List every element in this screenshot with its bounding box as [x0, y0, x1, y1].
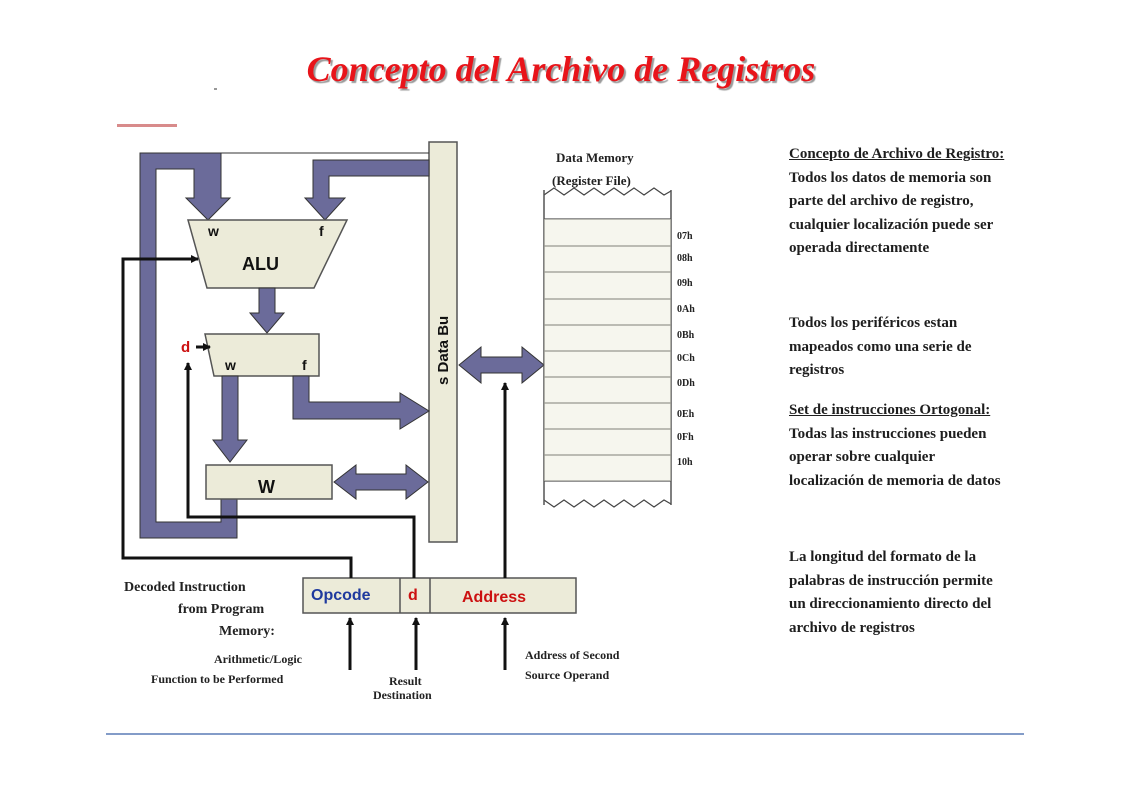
- function-caption-line2: Function to be Performed: [151, 672, 284, 686]
- mux-d-label: d: [181, 339, 190, 356]
- register-file-subtitle: (Register File): [552, 173, 631, 188]
- second-operand-caption-line1: Address of Second: [525, 648, 620, 662]
- data-bus: [428, 141, 458, 543]
- d-field: d: [408, 587, 418, 604]
- alu-w-label: w: [207, 223, 219, 239]
- d-to-mux-line: [184, 362, 416, 578]
- address-label: 0Eh: [677, 409, 695, 420]
- address-label: 0Ah: [677, 304, 695, 315]
- memory-caption: Memory:: [219, 624, 275, 639]
- w-feedback-bus: [139, 152, 429, 539]
- mux-to-bus-arrow: [292, 375, 430, 430]
- alu-f-label: f: [319, 223, 324, 239]
- decorative-mark: [117, 124, 177, 127]
- mux-block: [204, 333, 320, 377]
- note-register-file-concept: Concepto de Archivo de Registro: Todos l…: [789, 143, 1009, 261]
- address-label: 0Ch: [677, 353, 695, 364]
- note-orthogonal-title: Set de instrucciones Ortogonal:: [789, 402, 991, 418]
- data-memory-title: Data Memory: [556, 150, 634, 165]
- note-register-file-title: Concepto de Archivo de Registro:: [789, 146, 1005, 162]
- opcode-field: Opcode: [311, 587, 371, 604]
- result-caption-line2: Destination: [373, 688, 432, 702]
- note-instruction-format: La longitud del formato de la palabras d…: [789, 549, 993, 636]
- mux-to-w-arrow: [211, 375, 249, 463]
- w-bus-double-arrow: [333, 463, 429, 501]
- result-caption-line1: Result: [389, 674, 422, 688]
- address-label: 08h: [677, 253, 693, 264]
- address-field: Address: [462, 589, 526, 606]
- opcode-to-alu-line: [121, 255, 353, 578]
- note-register-file-body: Todos los datos de memoria son parte del…: [789, 169, 994, 257]
- function-caption-line1: Arithmetic/Logic: [214, 652, 302, 666]
- address-label: 0Bh: [677, 330, 695, 341]
- decorative-dot: [214, 88, 217, 90]
- w-register-label: W: [258, 477, 275, 497]
- data-bus-label: s Data Bu: [435, 316, 452, 385]
- decoded-instruction-caption: Decoded Instruction: [124, 580, 246, 595]
- register-file: [543, 187, 672, 508]
- note-orthogonal-body: Todas las instrucciones pueden operar so…: [789, 425, 1001, 489]
- note-orthogonal-set: Set de instrucciones Ortogonal: Todas la…: [789, 399, 1009, 493]
- alu-to-mux-arrow: [248, 287, 286, 334]
- note-peripherals: Todos los periféricos estan mapeados com…: [789, 315, 972, 378]
- page-title: Concepto del Archivo de Registros: [306, 49, 816, 89]
- address-label: 0Fh: [677, 432, 694, 443]
- second-operand-caption-line2: Source Operand: [525, 668, 610, 682]
- address-label: 09h: [677, 278, 693, 289]
- address-label: 0Dh: [677, 378, 695, 389]
- alu-label: ALU: [242, 254, 279, 274]
- mux-f-label: f: [302, 357, 307, 373]
- instruction-register: [302, 577, 577, 614]
- alu-block: [187, 219, 349, 289]
- mux-w-label: w: [224, 357, 236, 373]
- w-register: [205, 464, 333, 500]
- from-program-caption: from Program: [178, 602, 265, 617]
- address-label: 10h: [677, 457, 693, 468]
- bus-memory-double-arrow: [458, 345, 545, 385]
- f-feedback-bus: [303, 159, 430, 221]
- address-label: 07h: [677, 231, 693, 242]
